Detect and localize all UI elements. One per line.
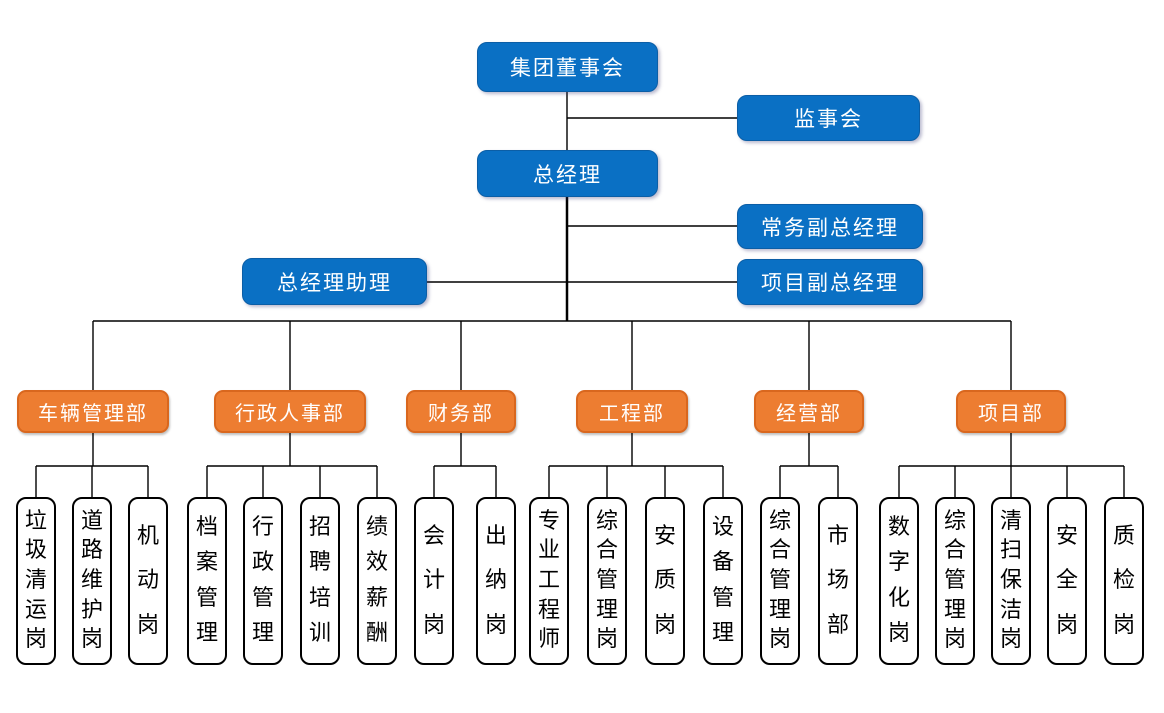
node-dept-engineering: 工程部	[576, 390, 688, 433]
node-position-proj-general-mgmt: 综合管理岗	[935, 497, 975, 665]
node-position-archives: 档案管理	[187, 497, 227, 665]
node-position-accounting: 会计岗	[414, 497, 454, 665]
node-position-performance-pay: 绩效薪酬	[357, 497, 397, 665]
node-position-cleaning: 清扫保洁岗	[991, 497, 1031, 665]
node-position-eng-general-mgmt: 综合管理岗	[587, 497, 627, 665]
node-position-digitalization: 数字化岗	[879, 497, 919, 665]
node-dept-project: 项目部	[956, 390, 1066, 433]
node-position-recruit-training: 招聘培训	[300, 497, 340, 665]
node-position-mobile: 机动岗	[128, 497, 168, 665]
node-dept-admin-hr: 行政人事部	[214, 390, 366, 433]
node-project-deputy-gm: 项目副总经理	[737, 259, 923, 305]
node-position-equipment-mgmt: 设备管理	[703, 497, 743, 665]
node-gm-assistant: 总经理助理	[242, 258, 427, 305]
node-dept-operations: 经营部	[754, 390, 864, 433]
node-executive-deputy-gm: 常务副总经理	[737, 204, 923, 249]
connector-group	[35, 92, 1125, 497]
node-position-ops-general-mgmt: 综合管理岗	[760, 497, 800, 665]
node-supervisory-board: 监事会	[737, 95, 920, 141]
node-position-safety-quality: 安质岗	[645, 497, 685, 665]
node-dept-finance: 财务部	[406, 390, 516, 433]
node-position-garbage-removal: 垃圾清运岗	[16, 497, 56, 665]
node-position-road-maintenance: 道路维护岗	[72, 497, 112, 665]
node-position-administration: 行政管理	[243, 497, 283, 665]
node-position-pro-engineer: 专业工程师	[529, 497, 569, 665]
node-position-cashier: 出纳岗	[476, 497, 516, 665]
node-general-manager: 总经理	[477, 150, 658, 197]
node-position-safety: 安全岗	[1047, 497, 1087, 665]
node-group-board: 集团董事会	[477, 42, 658, 92]
node-dept-vehicle-management: 车辆管理部	[17, 390, 169, 433]
node-position-market: 市场部	[818, 497, 858, 665]
node-position-quality-inspection: 质检岗	[1104, 497, 1144, 665]
